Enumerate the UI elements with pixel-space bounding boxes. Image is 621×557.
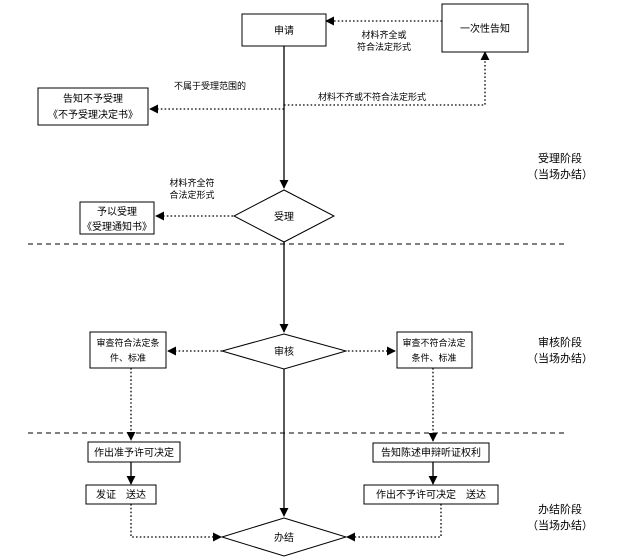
- accept-notice-label-1: 予以受理: [97, 206, 137, 218]
- out-of-scope-label: 不属于受理范围的: [174, 80, 246, 92]
- fails-standard-node: 审查不符合法定 条件、标准: [396, 331, 473, 369]
- review-decision-label: 审核: [274, 345, 294, 358]
- stage-review-title: 审核阶段: [538, 335, 582, 349]
- reject-notice-node: 告知不予受理 《不予受理决定书》: [37, 87, 149, 126]
- meets-standard-node: 审查符合法定条 件、标准: [89, 331, 167, 369]
- accept-condition-label-1: 材料齐全符: [169, 177, 214, 189]
- one-time-notice-node: 一次性告知: [441, 3, 529, 53]
- accept-decision-node: 受理: [232, 189, 336, 243]
- hearing-rights-node: 告知陈述申辩听证权利: [372, 442, 490, 463]
- materials-complete-label-1: 材料齐全或: [361, 29, 406, 41]
- apply-label: 申请: [274, 24, 294, 37]
- stage-review-subtitle: （当场办结）: [527, 351, 593, 365]
- review-decision-node: 审核: [220, 333, 348, 370]
- meets-standard-label-2: 件、标准: [110, 352, 146, 364]
- hearing-rights-label: 告知陈述申辩听证权利: [381, 446, 481, 459]
- apply-node: 申请: [241, 13, 327, 47]
- one-time-notice-label: 一次性告知: [460, 22, 510, 35]
- fails-standard-label-2: 条件、标准: [411, 352, 456, 364]
- arrow-incomplete-to-notice: [284, 51, 490, 106]
- arrow-left-to-complete: [130, 504, 222, 542]
- grant-decision-label: 作出准予许可决定: [94, 446, 174, 459]
- stage-complete-title: 办结阶段: [538, 502, 582, 516]
- issue-cert-node: 发证 送达: [85, 484, 157, 505]
- issue-cert-label: 发证 送达: [96, 488, 146, 501]
- meets-standard-label-1: 审查符合法定条: [96, 337, 159, 349]
- fails-standard-label-1: 审查不符合法定: [402, 337, 465, 349]
- stage-accept-title: 受理阶段: [538, 151, 582, 165]
- stage-accept-subtitle: （当场办结）: [527, 167, 593, 181]
- complete-node: 办结: [220, 517, 348, 557]
- accept-condition-label-2: 合法定形式: [169, 189, 214, 201]
- stage-complete-subtitle: （当场办结）: [527, 518, 593, 532]
- accept-notice-label-2: 《受理通知书》: [82, 220, 152, 233]
- refuse-decision-node: 作出不予许可决定 送达: [363, 484, 499, 505]
- accept-notice-node: 予以受理 《受理通知书》: [79, 201, 155, 235]
- materials-complete-label-2: 符合法定形式: [357, 41, 411, 53]
- arrow-right-to-complete: [346, 504, 442, 542]
- accept-decision-label: 受理: [274, 211, 294, 223]
- grant-decision-node: 作出准予许可决定: [87, 441, 181, 463]
- refuse-decision-label: 作出不予许可决定 送达: [376, 488, 486, 501]
- reject-notice-label-1: 告知不予受理: [63, 92, 123, 105]
- reject-notice-label-2: 《不予受理决定书》: [48, 108, 138, 121]
- complete-label: 办结: [274, 531, 294, 544]
- materials-incomplete-label: 材料不齐或不符合法定形式: [318, 91, 426, 103]
